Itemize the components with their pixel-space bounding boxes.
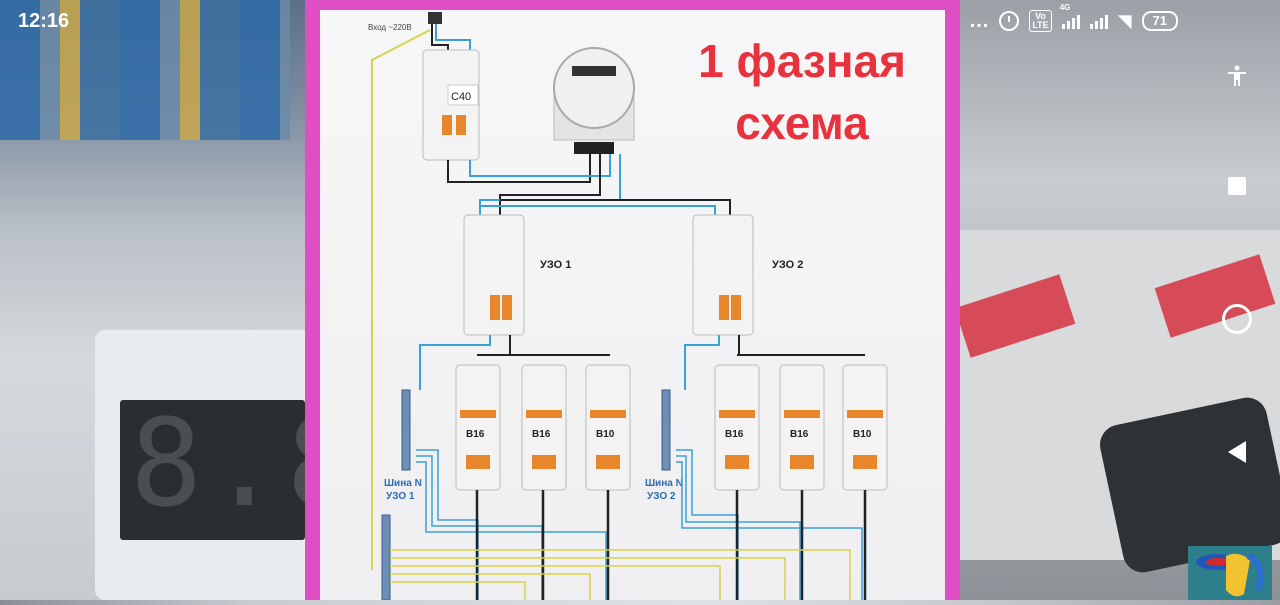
breaker bbox=[585, 364, 631, 491]
neutral-bus-2 bbox=[661, 389, 671, 471]
neutral-bus-1 bbox=[401, 389, 411, 471]
status-bar: 12:16 ... Vo LTE 4G ◥ 71 bbox=[0, 0, 1280, 40]
channel-logo-icon bbox=[1188, 546, 1272, 600]
breaker-label: B10 bbox=[853, 429, 872, 440]
channel-logo bbox=[1188, 546, 1272, 600]
breaker-label: B16 bbox=[790, 429, 809, 440]
alarm-clock-icon bbox=[999, 11, 1020, 31]
volte-icon: Vo LTE bbox=[1029, 10, 1052, 32]
background-red-label bbox=[954, 274, 1076, 358]
main-breaker-label: C40 bbox=[451, 91, 471, 103]
breaker-label: B16 bbox=[532, 429, 551, 440]
breaker-group-2: B16 B16 B10 bbox=[714, 364, 888, 491]
status-icons: ... Vo LTE 4G ◥ 71 bbox=[969, 3, 1178, 33]
back-button[interactable] bbox=[1221, 436, 1253, 468]
network-type: 4G bbox=[1059, 3, 1071, 12]
phase-out bbox=[475, 490, 867, 600]
navigation-bar bbox=[1195, 40, 1280, 545]
breaker-stripe bbox=[784, 410, 820, 418]
bus-2-label-line1: Шина N bbox=[645, 478, 683, 489]
accessibility-icon bbox=[1228, 65, 1246, 86]
main-breaker-label-plate bbox=[447, 84, 479, 106]
breaker-stripe bbox=[526, 410, 562, 418]
meter-terminals bbox=[574, 142, 614, 154]
wire bbox=[435, 24, 471, 50]
signal-icon-2 bbox=[1089, 13, 1108, 29]
meter-counter bbox=[572, 66, 616, 76]
breaker-label: B16 bbox=[466, 429, 485, 440]
bus-1-label-line1: Шина N bbox=[384, 478, 422, 489]
breaker-handle bbox=[466, 455, 490, 469]
rcd-handle bbox=[731, 295, 741, 320]
wire bbox=[431, 24, 449, 50]
wifi-icon: ◥ bbox=[1117, 10, 1132, 31]
wire bbox=[480, 205, 716, 215]
recents-button[interactable] bbox=[1221, 170, 1253, 202]
breaker-handle bbox=[853, 455, 877, 469]
wiring-diagram: Вход ~220В C40 УЗО 1 УЗО 2 bbox=[320, 10, 945, 601]
breaker bbox=[842, 364, 888, 491]
back-triangle-icon bbox=[1228, 441, 1246, 463]
battery-icon: 71 bbox=[1141, 11, 1178, 31]
rcd-1-label: УЗО 1 bbox=[540, 259, 571, 271]
home-button[interactable] bbox=[1221, 303, 1253, 335]
phase-bus-1 bbox=[477, 335, 610, 356]
ground-out bbox=[390, 549, 851, 600]
breaker bbox=[455, 364, 501, 491]
breaker-label: B16 bbox=[725, 429, 744, 440]
volte-bottom: LTE bbox=[1032, 20, 1049, 30]
more-notifications-icon: ... bbox=[969, 9, 990, 32]
neutral-out bbox=[676, 455, 801, 600]
breaker-handle bbox=[725, 455, 749, 469]
neutral-wire bbox=[419, 335, 491, 390]
signal-icon: 4G bbox=[1060, 3, 1080, 29]
breaker-group-1: B16 B16 B10 bbox=[455, 364, 631, 491]
phase-bus-2 bbox=[737, 335, 865, 356]
ground-bus bbox=[381, 514, 391, 601]
breaker-stripe bbox=[460, 410, 496, 418]
status-time: 12:16 bbox=[18, 10, 70, 32]
neutral-wire bbox=[684, 335, 720, 390]
ground-wire bbox=[371, 29, 431, 570]
background-meter-display bbox=[120, 400, 305, 540]
breaker-stripe bbox=[590, 410, 626, 418]
volte-top: Vo bbox=[1035, 11, 1046, 21]
wire bbox=[447, 154, 591, 183]
breaker-handle bbox=[596, 455, 620, 469]
breaker bbox=[779, 364, 825, 491]
rcd-handle bbox=[502, 295, 512, 320]
electric-meter bbox=[553, 47, 635, 129]
home-circle-icon bbox=[1222, 304, 1252, 334]
wire bbox=[469, 154, 611, 177]
wiring-diagram-svg: Вход ~220В C40 УЗО 1 УЗО 2 bbox=[368, 12, 888, 601]
breaker-handle bbox=[790, 455, 814, 469]
bus-1-label-line2: УЗО 1 bbox=[386, 491, 415, 502]
background-terminal-blocks bbox=[0, 0, 290, 140]
breaker-handle bbox=[442, 115, 452, 135]
input-terminal bbox=[428, 12, 442, 24]
video-title-line2: схема bbox=[735, 97, 869, 149]
rcd-2-label: УЗО 2 bbox=[772, 259, 803, 271]
breaker bbox=[714, 364, 760, 491]
breaker-stripe bbox=[847, 410, 883, 418]
wire bbox=[500, 199, 731, 215]
rcd-handle bbox=[490, 295, 500, 320]
breaker-label: B10 bbox=[596, 429, 615, 440]
neutral-out bbox=[676, 461, 863, 600]
input-label: Вход ~220В bbox=[368, 23, 412, 32]
breaker-stripe bbox=[719, 410, 755, 418]
breaker-handle bbox=[532, 455, 556, 469]
bus-2-label-line2: УЗО 2 bbox=[647, 491, 676, 502]
accessibility-button[interactable] bbox=[1221, 60, 1253, 92]
breaker-handle bbox=[456, 115, 466, 135]
rcd-handle bbox=[719, 295, 729, 320]
neutral-out bbox=[416, 461, 607, 600]
background-breakers bbox=[954, 230, 1280, 577]
recents-square-icon bbox=[1228, 177, 1246, 195]
video-title-line1: 1 фазная bbox=[698, 35, 906, 87]
breaker bbox=[521, 364, 567, 491]
